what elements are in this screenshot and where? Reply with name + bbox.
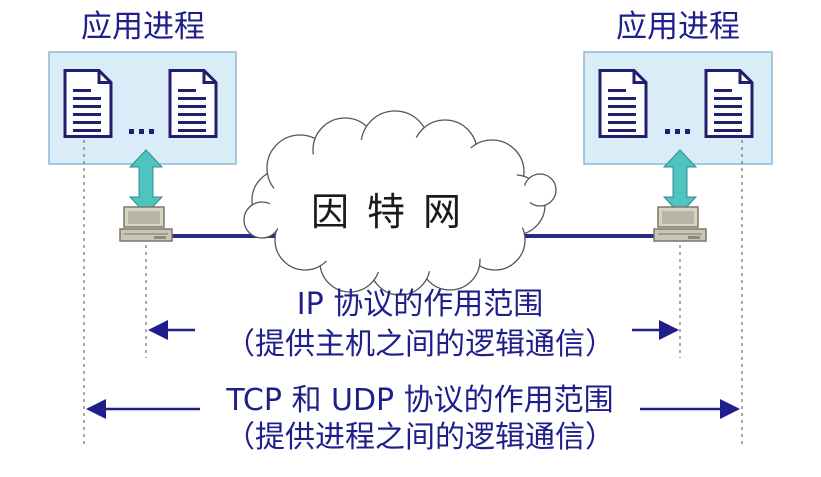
document-icon	[704, 68, 754, 139]
cloud-fill	[270, 137, 530, 273]
left-computer-icon	[119, 206, 173, 242]
ellipsis-icon	[129, 129, 154, 134]
internet-label: 因特网	[310, 190, 479, 234]
ip-scope-title: IP 协议的作用范围	[296, 287, 544, 322]
left-process-title: 应用进程	[81, 9, 205, 45]
tcp-udp-scope-title: TCP 和 UDP 协议的作用范围	[226, 383, 614, 418]
tcp-udp-scope-subtitle: （提供进程之间的逻辑通信）	[225, 420, 615, 455]
right-process-title: 应用进程	[616, 9, 740, 45]
ip-scope-subtitle: （提供主机之间的逻辑通信）	[225, 327, 615, 362]
document-icon	[168, 68, 218, 139]
ellipsis-icon	[665, 129, 690, 134]
document-icon	[63, 68, 113, 139]
right-computer-icon	[653, 206, 707, 242]
document-icon	[598, 68, 648, 139]
